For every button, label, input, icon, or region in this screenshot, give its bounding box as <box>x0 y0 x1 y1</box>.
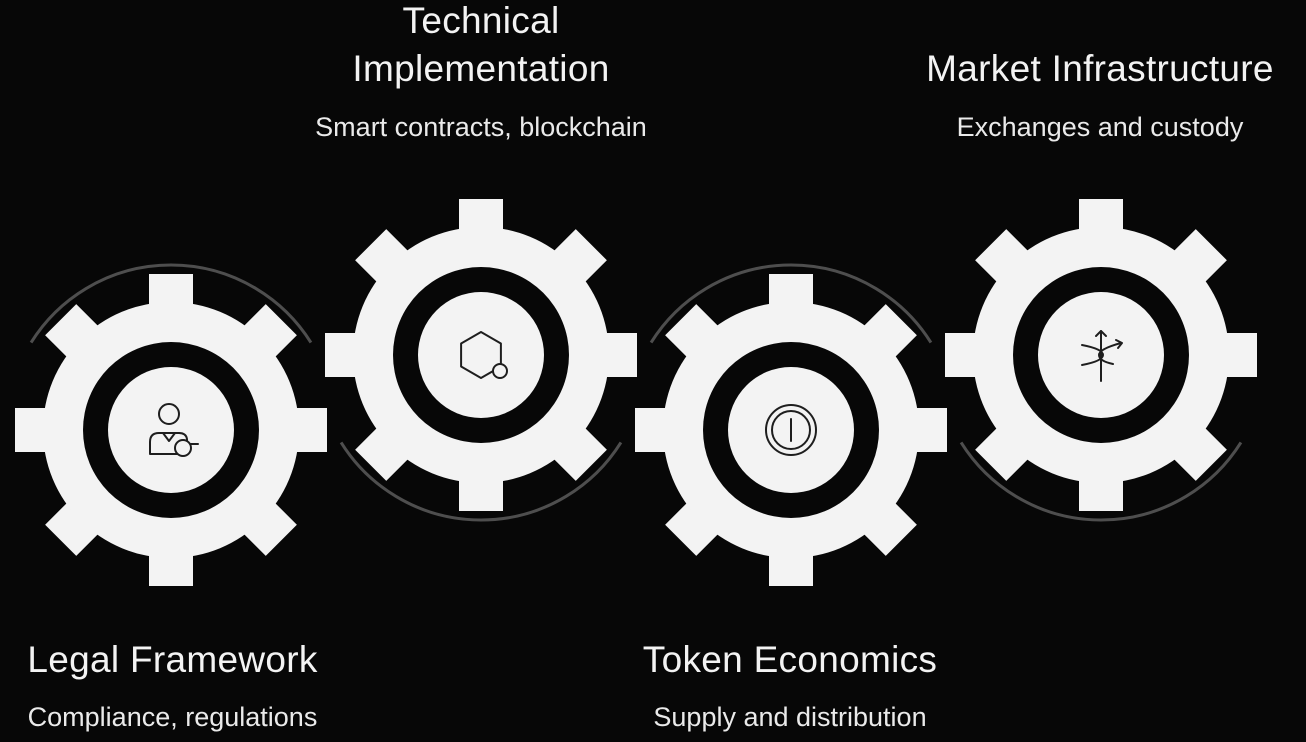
user-document-icon <box>149 403 199 457</box>
gear-3-subtitle: Supply and distribution <box>653 702 927 732</box>
gear-4 <box>945 199 1257 511</box>
gear-1 <box>15 274 327 586</box>
crossing-arrows-icon <box>1081 330 1123 382</box>
gear-3 <box>635 274 947 586</box>
gear-2-title-line-1: Technical <box>402 0 560 41</box>
gear-4-arc <box>959 441 1243 522</box>
gear-1-arc <box>29 263 313 344</box>
gear-1-subtitle: Compliance, regulations <box>27 702 318 732</box>
gear-4-title: Market Infrastructure <box>926 48 1274 89</box>
gear-4-subtitle: Exchanges and custody <box>956 112 1244 142</box>
gear-3-arc <box>649 263 933 344</box>
gear-hub <box>418 292 544 418</box>
gear-2 <box>325 199 637 511</box>
gear-2-title-line-2: Implementation <box>352 48 610 89</box>
gear-3-title: Token Economics <box>642 639 938 680</box>
token-coin-icon <box>765 404 817 456</box>
gear-2-arc <box>339 441 623 522</box>
gear-hub <box>108 367 234 493</box>
gear-1-title: Legal Framework <box>27 639 318 680</box>
hexagon-node-icon <box>460 331 508 379</box>
gear-2-subtitle: Smart contracts, blockchain <box>315 112 647 142</box>
